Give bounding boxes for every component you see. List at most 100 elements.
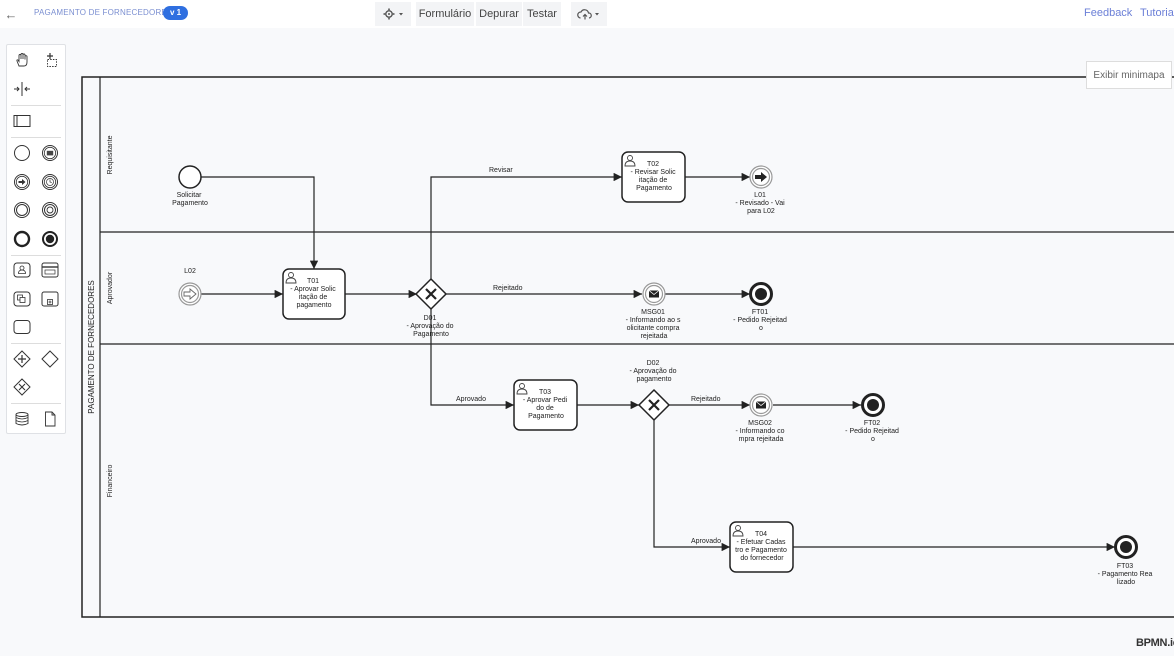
x-mark-icon [425,288,437,300]
user-icon [624,155,636,167]
lasso-tool[interactable] [39,49,61,71]
label-d01-3: Pagamento [413,331,449,338]
terminate-end-event-icon [42,231,58,247]
intermediate-event-msg02[interactable] [749,393,773,417]
label-l01-2: - Revisado - Vai [735,200,785,207]
message-start-event-icon [42,145,58,161]
test-button[interactable]: Testar [523,2,561,26]
create-terminate-end-event-tool[interactable] [39,228,61,250]
flow-label-revisar: Revisar [489,167,513,174]
task-t04[interactable]: T04 - Efetuar Cadas tro e Pagamento do f… [729,521,794,573]
create-gateway-tool[interactable] [39,348,61,370]
end-event-ft02[interactable] [861,393,885,417]
create-data-store-tool[interactable] [11,408,33,430]
form-task-icon [41,262,59,278]
label-d02-1: D02 [647,360,660,367]
task-icon [13,320,31,334]
intermediate-event-l01[interactable] [749,165,773,189]
flow-label-aprovado-2: Aprovado [691,538,721,545]
start-event-solicitar-pagamento[interactable] [178,165,202,189]
label-t02-2: - Revisar Solic [630,169,676,176]
exclusive-gateway-icon [13,378,31,396]
user-icon [516,383,528,395]
label-t03-4: Pagamento [528,413,564,420]
label-d02-3: pagamento [636,376,671,383]
create-subprocess-tool[interactable] [39,288,61,310]
feedback-link[interactable]: Feedback [1084,7,1133,19]
label-msg01-2: - Informando ao s [626,317,681,324]
deploy-dropdown-button[interactable] [571,2,607,26]
document-icon [45,411,56,427]
pool-icon [13,115,31,127]
label-ft01-1: FT01 [752,309,768,316]
label-ft01-2: - Pedido Rejeitad [733,317,787,324]
gateway-d01[interactable] [414,277,448,311]
create-exclusive-gateway-tool[interactable] [11,376,33,398]
svg-text:FT03 - Pagamento Rea l: FT03 - Pagamento Rea lizado [1098,563,1155,586]
clock-event-icon [42,174,58,190]
version-badge[interactable]: v 1 [163,6,189,20]
create-timer-event-tool[interactable] [39,171,61,193]
gateway-d02[interactable] [637,388,671,422]
create-link-throw-event-tool[interactable] [11,171,33,193]
bpmn-io-watermark[interactable]: BPMN.io [1136,637,1174,649]
label-ft03-3: lizado [1117,579,1135,586]
label-t04-2: - Efetuar Cadas [737,539,787,546]
user-icon [732,525,744,537]
x-mark-icon [648,399,660,411]
label-start-1: Solicitar [177,192,203,199]
start-event-icon [14,145,30,161]
create-boundary-event-tool[interactable] [39,199,61,221]
form-button[interactable]: Formulário [416,2,474,26]
intermediate-event-l02[interactable] [178,282,202,306]
svg-text:FT02 - Pedido Rejeitad: FT02 - Pedido Rejeitad o [845,420,901,443]
create-user-task-tool[interactable] [11,259,33,281]
label-msg02-3: mpra rejeitada [739,436,784,443]
create-form-task-tool[interactable] [39,259,61,281]
create-copy-task-tool[interactable] [11,288,33,310]
lasso-icon [47,53,57,67]
svg-text:T04 - Efetuar Cadas: T04 - Efetuar Cadas tro e Pagamento do f… [735,531,789,562]
label-start-2: Pagamento [172,200,208,207]
end-event-ft01[interactable] [749,282,773,306]
space-tool[interactable] [11,78,33,100]
label-l02: L02 [184,268,196,275]
create-data-object-tool[interactable] [39,408,61,430]
label-t03-3: do de [536,405,554,412]
create-start-event-tool[interactable] [11,142,33,164]
gateway-icon [41,350,59,368]
tutorial-link[interactable]: Tutorial [1140,7,1174,19]
user-icon [285,272,297,284]
link-arrow-outline-icon [183,288,197,300]
svg-text:T01 - Aprovar Solic: T01 - Aprovar Solic itação de pagamento [290,278,337,309]
label-t01-1: T01 [307,278,319,285]
create-task-tool[interactable] [11,316,33,338]
task-t03[interactable]: T03 - Aprovar Pedi do de Pagamento [513,379,578,431]
debug-button[interactable]: Depurar [476,2,522,26]
svg-text:FT01 - Pedido Rejeitad: FT01 - Pedido Rejeitad o [733,309,789,332]
svg-text:T03 - Aprovar Pedi: T03 - Aprovar Pedi do de Pagamento [523,389,569,420]
task-t01[interactable]: T01 - Aprovar Solic itação de pagamento [282,268,346,320]
pool[interactable] [81,76,1174,618]
hand-tool[interactable] [11,49,33,71]
create-message-start-event-tool[interactable] [39,142,61,164]
label-ft02-3: o [871,436,875,443]
create-end-event-tool[interactable] [11,228,33,250]
label-t02-1: T02 [647,161,659,168]
pool-label: PAGAMENTO DE FORNECEDORES [87,280,96,414]
task-t02[interactable]: T02 - Revisar Solic itação de Pagamento [621,151,686,203]
back-arrow-icon[interactable]: ← [4,6,18,22]
svg-text:MSG02 - Informando co: MSG02 - Informando co mpra rejeitada [736,420,787,443]
label-msg02-2: - Informando co [736,428,785,435]
intermediate-event-msg01[interactable] [642,282,666,306]
create-intermediate-event-tool[interactable] [11,199,33,221]
sequence-flows[interactable] [201,172,1115,552]
tool-palette [6,44,66,434]
parallel-gateway-icon [13,350,31,368]
end-event-ft03[interactable] [1114,535,1138,559]
settings-dropdown-button[interactable] [375,2,411,26]
create-parallel-gateway-tool[interactable] [11,348,33,370]
show-minimap-button[interactable]: Exibir minimapa [1086,61,1172,89]
create-pool-tool[interactable] [11,110,33,132]
